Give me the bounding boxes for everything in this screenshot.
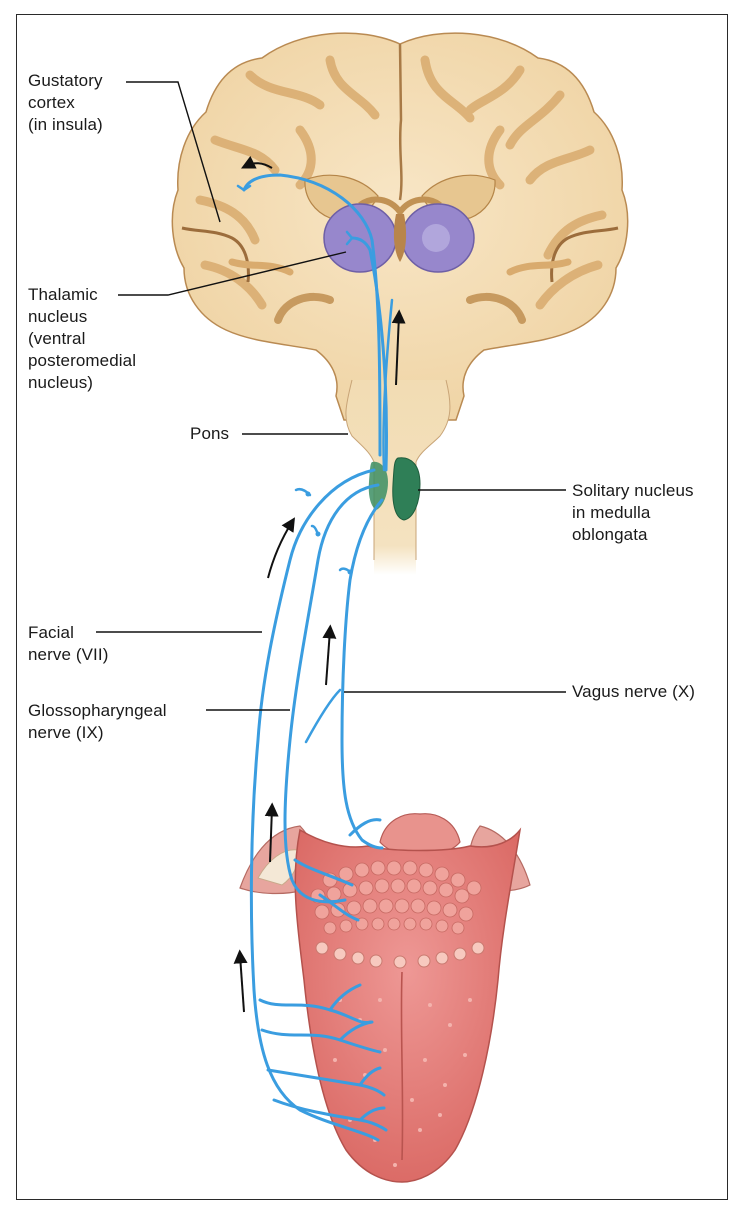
leader-gustatory-cortex — [126, 81, 221, 223]
label-vagus-nerve: Vagus nerve (X) — [572, 682, 696, 701]
cortex-projection — [242, 173, 382, 457]
glossopharyngeal-nerve-path — [283, 483, 380, 904]
nerve-pathways — [236, 173, 394, 1142]
label-glossopharyngeal-nerve: Glossopharyngeal nerve (IX) — [28, 701, 167, 742]
brain-coronal-section — [171, 32, 629, 421]
thalamic-relay-fiber — [350, 236, 388, 472]
label-pons: Pons — [190, 424, 230, 443]
arrow-cortex — [240, 155, 273, 169]
label-leader-lines — [96, 81, 566, 711]
arrow-vagus — [322, 624, 337, 686]
tongue — [239, 813, 531, 1183]
arrow-facial-upper — [267, 517, 295, 579]
vagus-nerve-path — [340, 498, 384, 850]
figure-frame — [16, 14, 728, 1200]
label-gustatory-cortex: Gustatory cortex (in insula) — [28, 71, 103, 134]
arrow-facial-lower — [233, 949, 248, 1013]
label-thalamic-nucleus: Thalamic nucleus (ventral posteromedial … — [28, 285, 137, 392]
direction-arrows — [233, 155, 406, 1013]
arrow-glosso — [264, 802, 279, 863]
label-solitary-nucleus: Solitary nucleus in medulla oblongata — [572, 481, 694, 544]
leader-thalamic-nucleus — [118, 251, 347, 296]
label-facial-nerve: Facial nerve (VII) — [28, 623, 109, 664]
arrow-brainstem — [391, 309, 406, 386]
facial-nerve-path — [249, 468, 380, 1142]
